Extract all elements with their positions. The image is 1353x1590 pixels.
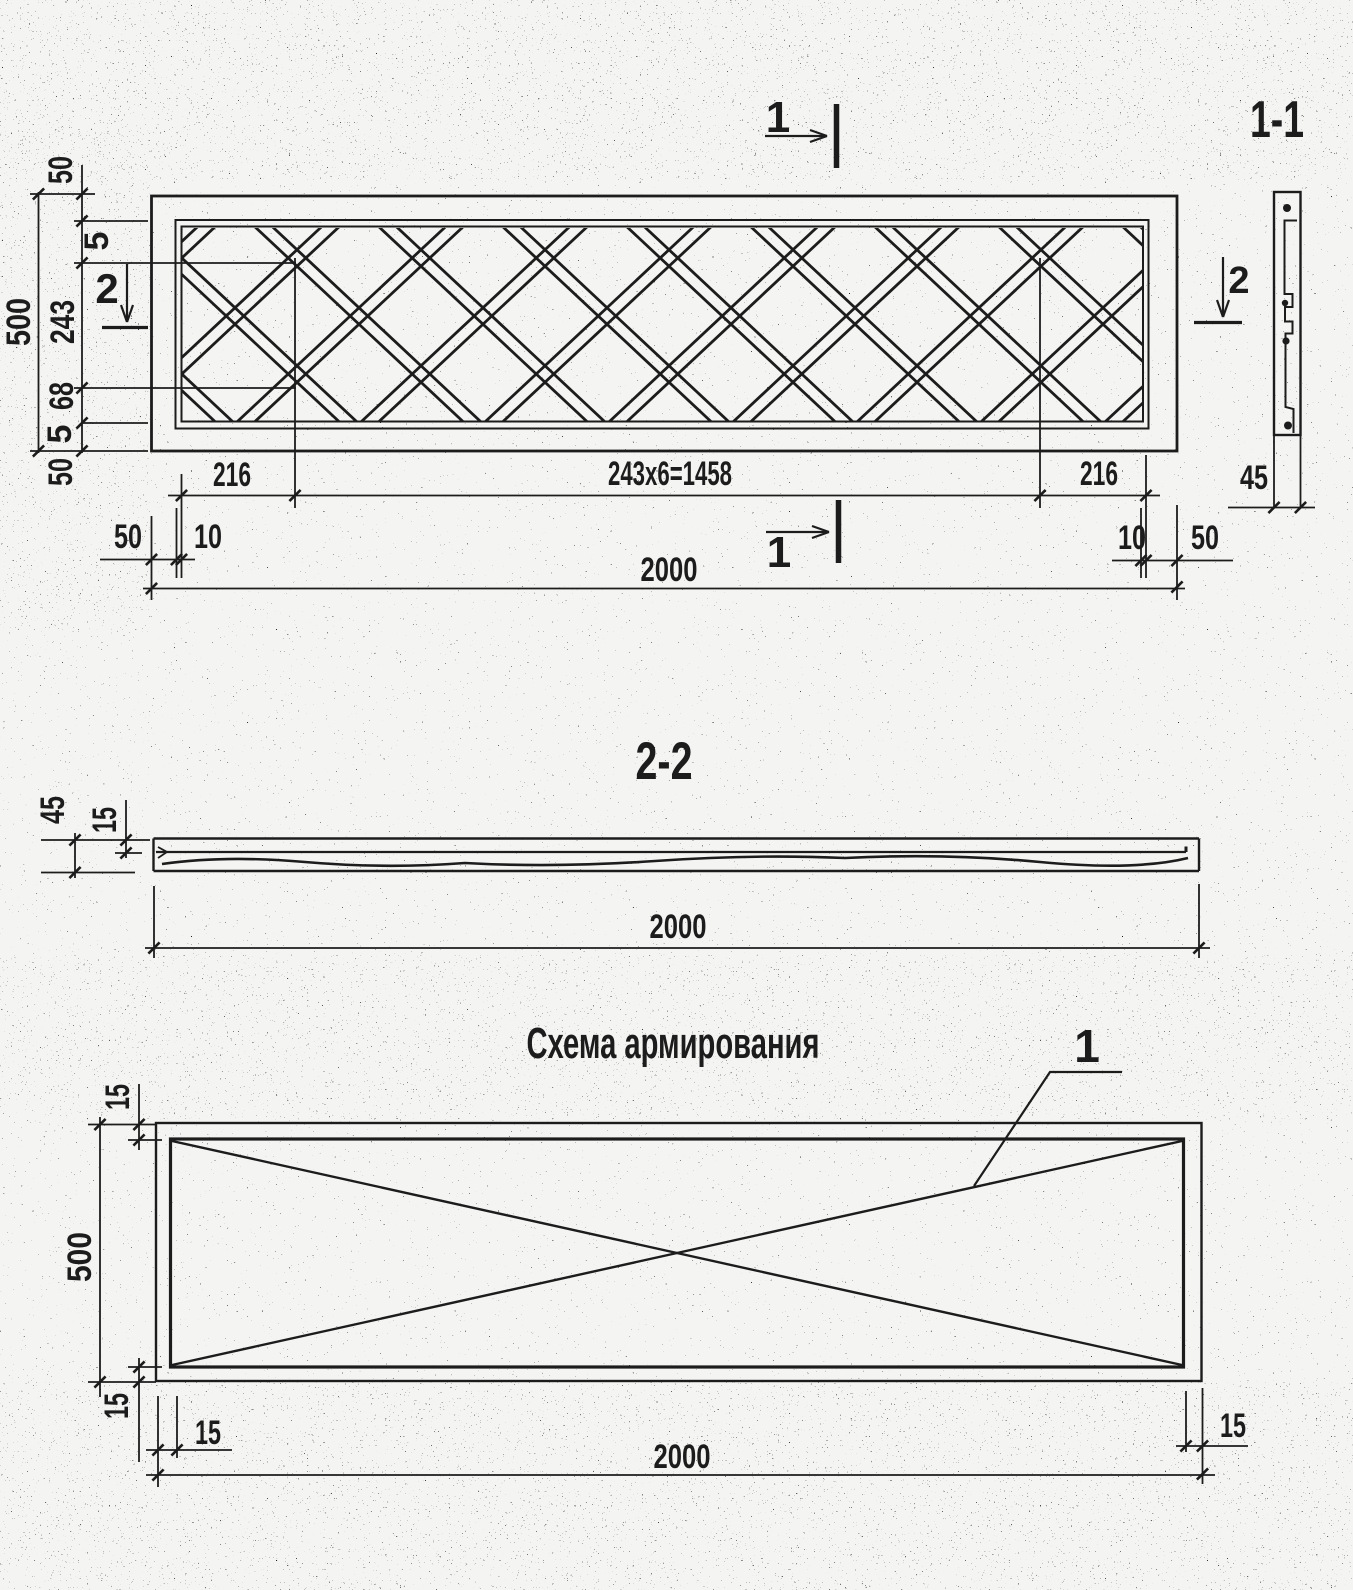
svg-text:45: 45: [1240, 459, 1268, 497]
svg-text:243: 243: [44, 300, 82, 344]
svg-text:50: 50: [1191, 519, 1219, 557]
svg-text:15: 15: [99, 1084, 137, 1110]
svg-text:216: 216: [213, 456, 251, 494]
svg-text:1: 1: [766, 93, 790, 142]
svg-text:45: 45: [34, 796, 72, 824]
svg-text:68: 68: [43, 382, 81, 410]
svg-text:15: 15: [1220, 1407, 1246, 1445]
svg-text:2000: 2000: [641, 551, 698, 589]
svg-text:243x6=1458: 243x6=1458: [608, 455, 732, 493]
svg-text:50: 50: [114, 518, 142, 556]
svg-text:15: 15: [195, 1414, 221, 1452]
svg-text:216: 216: [1080, 455, 1118, 493]
svg-text:1-1: 1-1: [1250, 91, 1304, 149]
svg-text:10: 10: [194, 518, 222, 556]
svg-text:10: 10: [1118, 519, 1146, 557]
svg-text:50: 50: [42, 458, 80, 486]
svg-text:2: 2: [95, 265, 118, 312]
svg-text:15: 15: [98, 1393, 136, 1419]
svg-text:50: 50: [42, 156, 80, 184]
svg-text:500: 500: [61, 1232, 99, 1282]
svg-text:15: 15: [86, 807, 124, 833]
svg-text:Схема армирования: Схема армирования: [527, 1019, 820, 1068]
svg-text:500: 500: [0, 298, 38, 346]
svg-text:2-2: 2-2: [636, 732, 693, 791]
svg-text:2000: 2000: [650, 908, 707, 946]
svg-text:1: 1: [1074, 1020, 1100, 1072]
svg-text:1: 1: [767, 528, 791, 577]
svg-text:2: 2: [1228, 260, 1249, 302]
svg-text:5: 5: [41, 425, 79, 444]
svg-text:5: 5: [78, 232, 116, 251]
svg-text:2000: 2000: [654, 1438, 711, 1476]
